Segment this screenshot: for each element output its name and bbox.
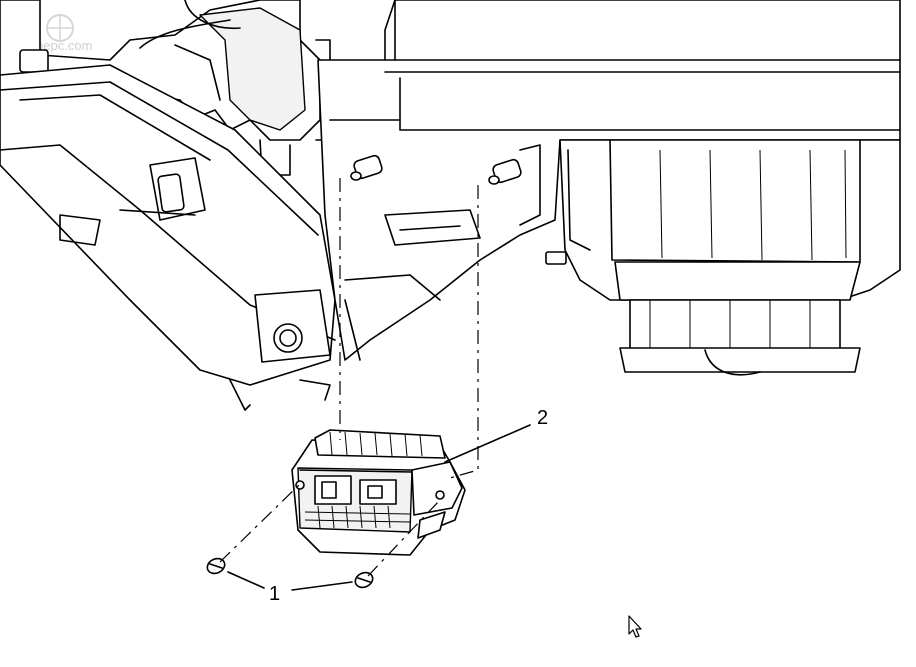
screw-right — [354, 571, 374, 589]
blower-motor — [545, 139, 901, 376]
instrument-panel-beam — [0, 64, 336, 411]
leader-line-2 — [444, 424, 531, 463]
alignment-lines — [219, 178, 479, 577]
mounting-stud-left — [350, 154, 383, 181]
leader-line-1a — [227, 571, 265, 589]
blower-motor-resistor — [291, 429, 466, 556]
callout-2: 2 — [537, 407, 548, 429]
mounting-stud-right — [488, 158, 522, 185]
hvac-module-housing — [317, 0, 901, 361]
upper-wiring-assembly — [0, 0, 396, 176]
mouse-pointer-icon — [628, 615, 642, 638]
callout-1: 1 — [269, 583, 280, 605]
leader-line-1b — [291, 581, 353, 591]
